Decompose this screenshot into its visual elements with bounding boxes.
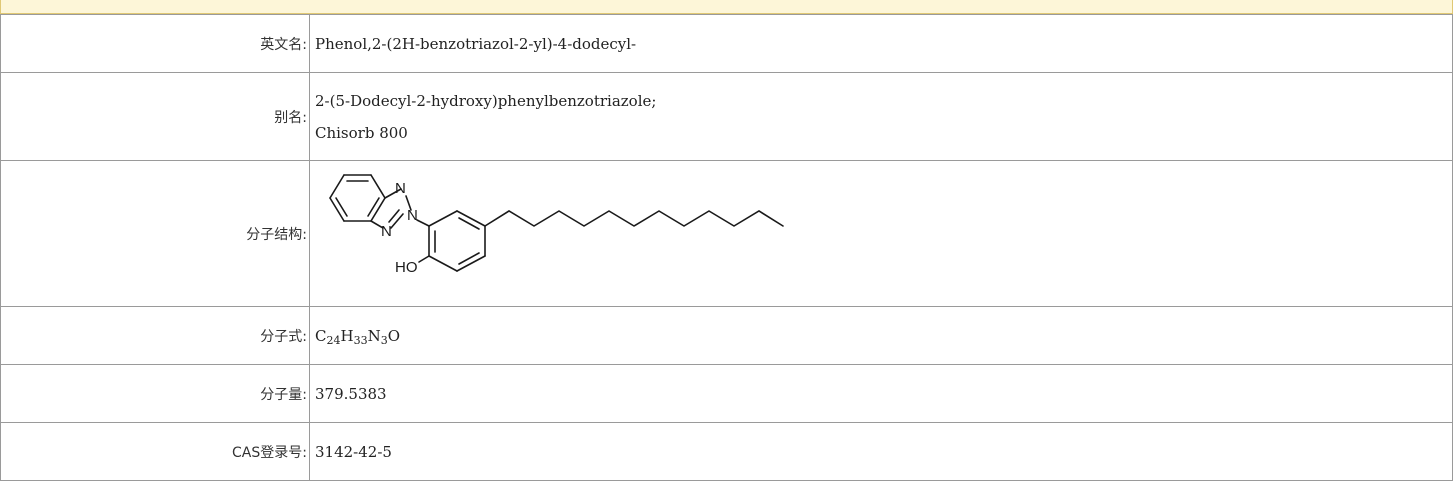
- formula-label: 分子式:: [0, 306, 310, 365]
- english-name-label: 英文名:: [0, 14, 310, 73]
- cas-row: CAS登录号: 3142-42-5: [0, 422, 1453, 481]
- formula-subscript: 24: [326, 333, 341, 347]
- molecular-weight-row: 分子量: 379.5383: [0, 364, 1453, 423]
- atom-n-bottom: N: [381, 223, 392, 240]
- properties-table: 英文名: Phenol,2-(2H-benzotriazol-2-yl)-4-d…: [0, 14, 1453, 481]
- formula-subscript: 33: [353, 333, 368, 347]
- structure-cell: N N N HO: [309, 160, 1453, 307]
- formula-text: N: [367, 326, 381, 345]
- formula-subscript: 3: [380, 333, 388, 347]
- english-name-value: Phenol,2-(2H-benzotriazol-2-yl)-4-dodecy…: [309, 14, 1453, 73]
- alias-row: 别名: 2-(5-Dodecyl-2-hydroxy)phenylbenzotr…: [0, 72, 1453, 161]
- atom-n-top: N: [395, 180, 406, 197]
- alias-item: Chisorb 800: [315, 123, 408, 142]
- structure-row: 分子结构:: [0, 160, 1453, 307]
- header-band: [0, 0, 1453, 14]
- formula-text: C: [315, 326, 327, 345]
- molecular-weight-label: 分子量:: [0, 364, 310, 423]
- formula-text: H: [340, 326, 354, 345]
- cas-value: 3142-42-5: [309, 422, 1453, 481]
- alias-label: 别名:: [0, 72, 310, 161]
- formula-value: C24H33N3O: [309, 306, 1453, 365]
- cas-label: CAS登录号:: [0, 422, 310, 481]
- english-name-row: 英文名: Phenol,2-(2H-benzotriazol-2-yl)-4-d…: [0, 14, 1453, 73]
- molecular-structure-image: N N N HO: [329, 174, 784, 276]
- alias-item: 2-(5-Dodecyl-2-hydroxy)phenylbenzotriazo…: [315, 91, 657, 110]
- structure-label: 分子结构:: [0, 160, 310, 307]
- atom-n-middle: N: [407, 207, 418, 224]
- atom-hydroxyl: HO: [395, 259, 418, 276]
- formula-text: O: [387, 326, 401, 345]
- formula-row: 分子式: C24H33N3O: [0, 306, 1453, 365]
- molecular-weight-value: 379.5383: [309, 364, 1453, 423]
- alias-value: 2-(5-Dodecyl-2-hydroxy)phenylbenzotriazo…: [309, 72, 1453, 161]
